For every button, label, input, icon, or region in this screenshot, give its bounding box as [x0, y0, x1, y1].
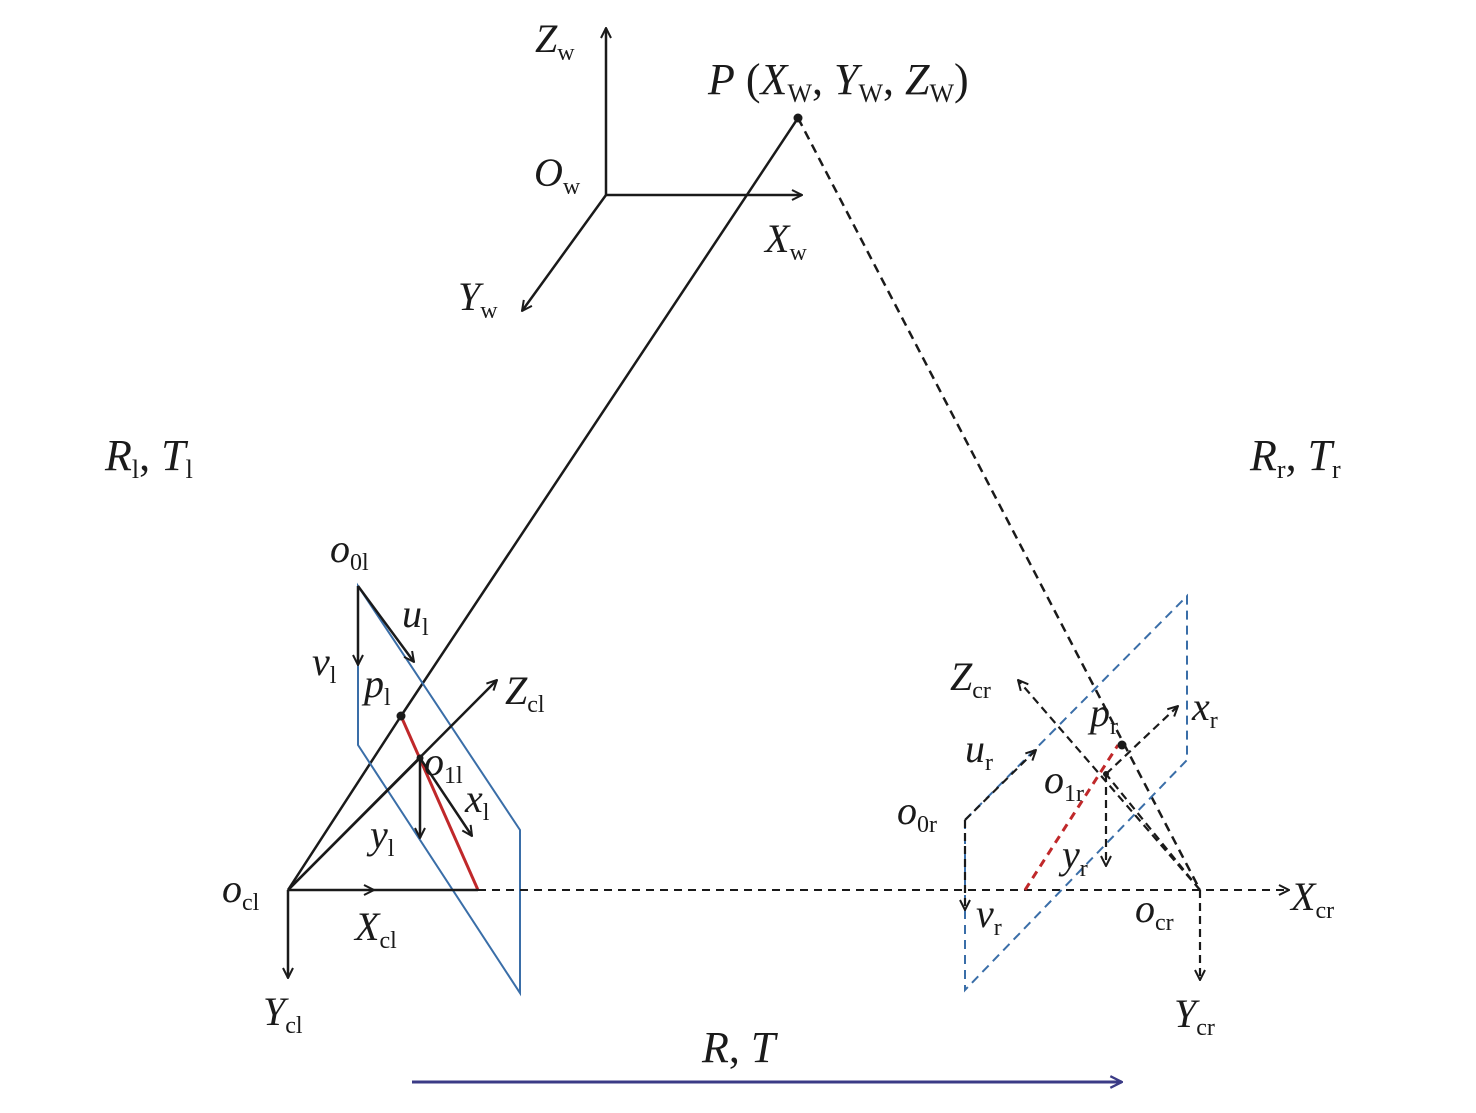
left-image-point-dot — [396, 711, 406, 721]
right-center-label: ocr — [1135, 886, 1174, 936]
world-origin-label: Ow — [534, 150, 581, 200]
left-v-label: vl — [312, 639, 337, 689]
right-principal-point-dot — [1103, 771, 1109, 777]
right-epipolar-line — [1023, 744, 1120, 891]
world-y-label: Yw — [458, 274, 498, 324]
right-v-label: vr — [976, 891, 1002, 941]
left-projection-ray — [399, 117, 800, 717]
left-pixel-origin-label: o0l — [330, 526, 369, 576]
right-center-to-principal — [1105, 773, 1201, 891]
left-x-cam-label: Xcl — [353, 904, 397, 954]
left-y-img-label: yl — [366, 812, 395, 862]
right-x-cam-label: Xcr — [1289, 874, 1334, 924]
left-extrinsics-label: Rl, Tl — [104, 431, 193, 484]
left-principal-point-label: o1l — [424, 739, 463, 789]
left-y-cam-label: Ycl — [263, 989, 303, 1039]
left-ray-to-center — [286, 715, 403, 891]
left-image-point-label: pl — [361, 661, 391, 711]
right-pixel-origin-label: o0r — [897, 788, 937, 838]
right-image-point-dot — [1117, 740, 1127, 750]
left-principal-point-dot — [416, 754, 424, 762]
world-x-label: Xw — [763, 216, 807, 266]
world-y-axis — [522, 194, 608, 311]
right-x-img-label: xr — [1191, 684, 1218, 734]
right-y-img-label: yr — [1058, 832, 1088, 882]
left-epipolar-line — [399, 715, 480, 891]
left-image-plane — [357, 582, 521, 997]
stereo-transform-label: R, T — [701, 1023, 779, 1072]
right-y-cam-label: Ycr — [1174, 991, 1215, 1041]
left-u-label: ul — [402, 591, 429, 641]
right-image-plane — [964, 593, 1188, 993]
right-projection-ray — [796, 117, 1202, 891]
right-z-cam-label: Zcr — [950, 654, 991, 704]
right-image-point-label: pr — [1087, 690, 1118, 740]
world-point-label: P (XW, YW, ZW) — [707, 55, 969, 108]
world-z-label: Zw — [535, 16, 575, 66]
left-center-to-principal — [287, 757, 421, 891]
right-principal-point-label: o1r — [1044, 757, 1084, 807]
right-x-img-axis — [1105, 706, 1178, 775]
world-frame — [522, 28, 802, 311]
left-z-cam-label: Zcl — [505, 668, 545, 718]
right-u-label: ur — [965, 726, 993, 776]
left-u-axis — [356, 585, 414, 662]
right-u-axis — [964, 750, 1036, 821]
right-optical-axis-z — [1018, 680, 1201, 891]
left-x-img-label: xl — [464, 776, 490, 826]
left-x-img-axis — [418, 757, 472, 836]
right-extrinsics-label: Rr, Tr — [1249, 431, 1341, 484]
left-center-label: ocl — [222, 866, 260, 916]
